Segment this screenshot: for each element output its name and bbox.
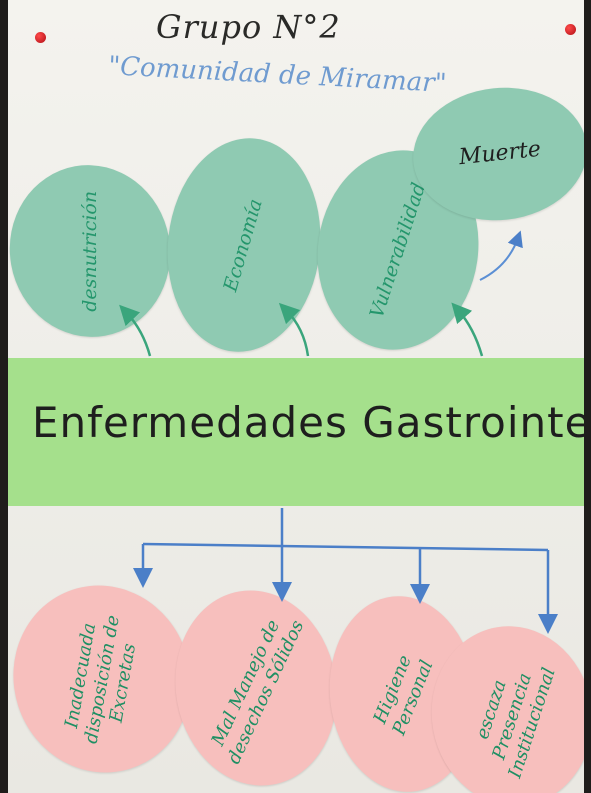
cause-tree: [133, 508, 558, 634]
arrow-to-vulnerabilidad: [451, 302, 484, 357]
problem-band: Enfermedades Gastrointesti...: [8, 358, 584, 506]
arrow-to-muerte: [479, 230, 523, 281]
problem-label: Enfermedades Gastrointesti...: [32, 398, 584, 447]
poster-title: Grupo N°2: [156, 8, 341, 46]
arrow-to-economia: [278, 302, 310, 357]
red-pushpin-icon: [565, 24, 576, 35]
poster-sheet: Grupo N°2 "Comunidad de Miramar" desnutr…: [8, 0, 584, 793]
red-pushpin-icon: [35, 32, 46, 43]
connector-arrows: [119, 230, 558, 634]
arrow-to-desnutricion: [119, 304, 152, 357]
